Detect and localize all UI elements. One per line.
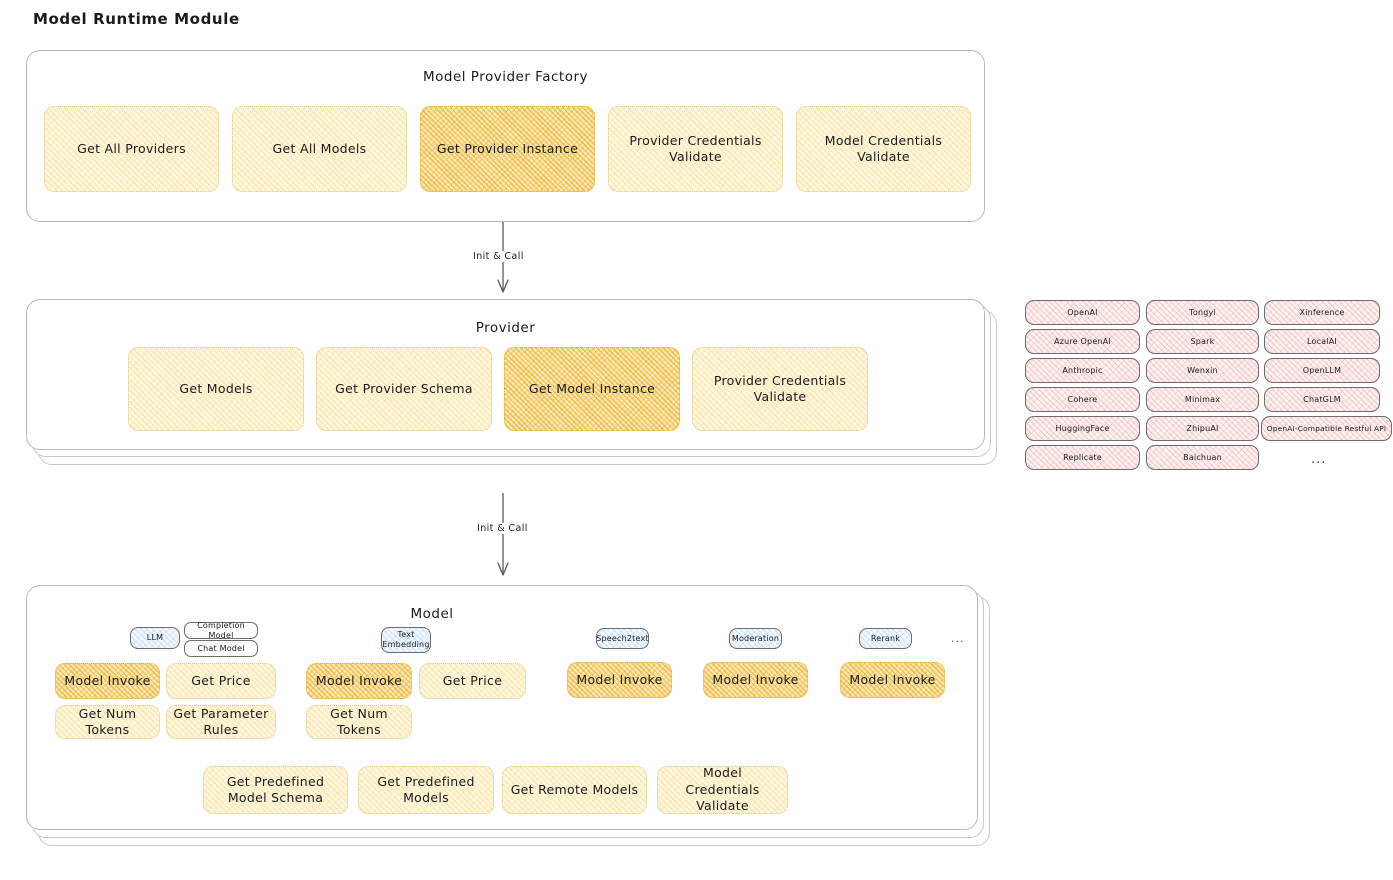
model-shared-method-get-predefined-models[interactable]: Get Predefined Models bbox=[358, 766, 494, 814]
model-type-badge-moderation[interactable]: Moderation bbox=[729, 628, 782, 649]
llm-method-get-num-tokens[interactable]: Get Num Tokens bbox=[55, 705, 160, 739]
model-type-badge-speech2text[interactable]: Speech2text bbox=[596, 628, 649, 649]
model-subbadge-chat-model[interactable]: Chat Model bbox=[184, 640, 258, 657]
factory-node-provider-credentials-validate[interactable]: Provider Credentials Validate bbox=[608, 106, 783, 192]
model-type-badge-llm[interactable]: LLM bbox=[130, 627, 180, 649]
model-title: Model bbox=[410, 606, 454, 622]
provider-chip-zhipuai[interactable]: ZhipuAI bbox=[1146, 416, 1259, 441]
arrow-provider-to-model bbox=[497, 493, 509, 576]
provider-chip-replicate[interactable]: Replicate bbox=[1025, 445, 1140, 470]
provider-chip-tongyi[interactable]: Tongyi bbox=[1146, 300, 1259, 325]
arrow-label-init-and-call-1: Init & Call bbox=[470, 251, 527, 262]
provider-chip-chatglm[interactable]: ChatGLM bbox=[1264, 387, 1380, 412]
provider-chip-localai[interactable]: LocalAI bbox=[1264, 329, 1380, 354]
factory-node-get-all-models[interactable]: Get All Models bbox=[232, 106, 407, 192]
llm-method-get-parameter-rules[interactable]: Get Parameter Rules bbox=[166, 705, 276, 739]
provider-chip-openllm[interactable]: OpenLLM bbox=[1264, 358, 1380, 383]
provider-chip-minimax[interactable]: Minimax bbox=[1146, 387, 1259, 412]
provider-chip-azure-openai[interactable]: Azure OpenAI bbox=[1025, 329, 1140, 354]
model-subbadge-completion-model[interactable]: Completion Model bbox=[184, 621, 258, 640]
text-embedding-method-get-price[interactable]: Get Price bbox=[419, 663, 526, 699]
provider-chip-spark[interactable]: Spark bbox=[1146, 329, 1259, 354]
provider-node-get-model-instance[interactable]: Get Model Instance bbox=[504, 347, 680, 431]
factory-node-model-credentials-validate[interactable]: Model Credentials Validate bbox=[796, 106, 971, 192]
model-shared-method-get-remote-models[interactable]: Get Remote Models bbox=[502, 766, 647, 814]
arrow-label-init-and-call-2: Init & Call bbox=[474, 523, 531, 534]
provider-title: Provider bbox=[475, 320, 536, 336]
speech2text-method-model-invoke[interactable]: Model Invoke bbox=[567, 662, 672, 698]
provider-node-provider-credentials-validate[interactable]: Provider Credentials Validate bbox=[692, 347, 868, 431]
provider-node-get-models[interactable]: Get Models bbox=[128, 347, 304, 431]
provider-chip-anthropic[interactable]: Anthropic bbox=[1025, 358, 1140, 383]
llm-method-model-invoke[interactable]: Model Invoke bbox=[55, 663, 160, 699]
model-type-badge-text-embedding[interactable]: Text Embedding bbox=[381, 627, 431, 653]
model-types-more-ellipsis: ... bbox=[951, 632, 965, 645]
provider-chip-cohere[interactable]: Cohere bbox=[1025, 387, 1140, 412]
rerank-method-model-invoke[interactable]: Model Invoke bbox=[840, 662, 945, 698]
factory-node-get-all-providers[interactable]: Get All Providers bbox=[44, 106, 219, 192]
llm-method-get-price[interactable]: Get Price bbox=[166, 663, 276, 699]
page-title: Model Runtime Module bbox=[33, 10, 240, 28]
model-shared-method-model-credentials-validate[interactable]: Model Credentials Validate bbox=[657, 765, 788, 814]
factory-node-get-provider-instance[interactable]: Get Provider Instance bbox=[420, 106, 595, 192]
moderation-method-model-invoke[interactable]: Model Invoke bbox=[703, 662, 808, 698]
provider-list-more-ellipsis: ... bbox=[1311, 452, 1327, 467]
model-provider-factory-title: Model Provider Factory bbox=[422, 69, 588, 85]
model-type-badge-rerank[interactable]: Rerank bbox=[859, 628, 912, 649]
provider-chip-openai-compatible-restful-api[interactable]: OpenAI-Compatible Restful API bbox=[1261, 416, 1392, 441]
provider-chip-huggingface[interactable]: HuggingFace bbox=[1025, 416, 1140, 441]
text-embedding-method-model-invoke[interactable]: Model Invoke bbox=[306, 663, 412, 699]
model-shared-method-get-predefined-model-schema[interactable]: Get Predefined Model Schema bbox=[203, 766, 348, 814]
provider-chip-xinference[interactable]: Xinference bbox=[1264, 300, 1380, 325]
provider-node-get-provider-schema[interactable]: Get Provider Schema bbox=[316, 347, 492, 431]
provider-chip-openai[interactable]: OpenAI bbox=[1025, 300, 1140, 325]
provider-chip-wenxin[interactable]: Wenxin bbox=[1146, 358, 1259, 383]
provider-chip-baichuan[interactable]: Baichuan bbox=[1146, 445, 1259, 470]
text-embedding-method-get-num-tokens[interactable]: Get Num Tokens bbox=[306, 705, 412, 739]
